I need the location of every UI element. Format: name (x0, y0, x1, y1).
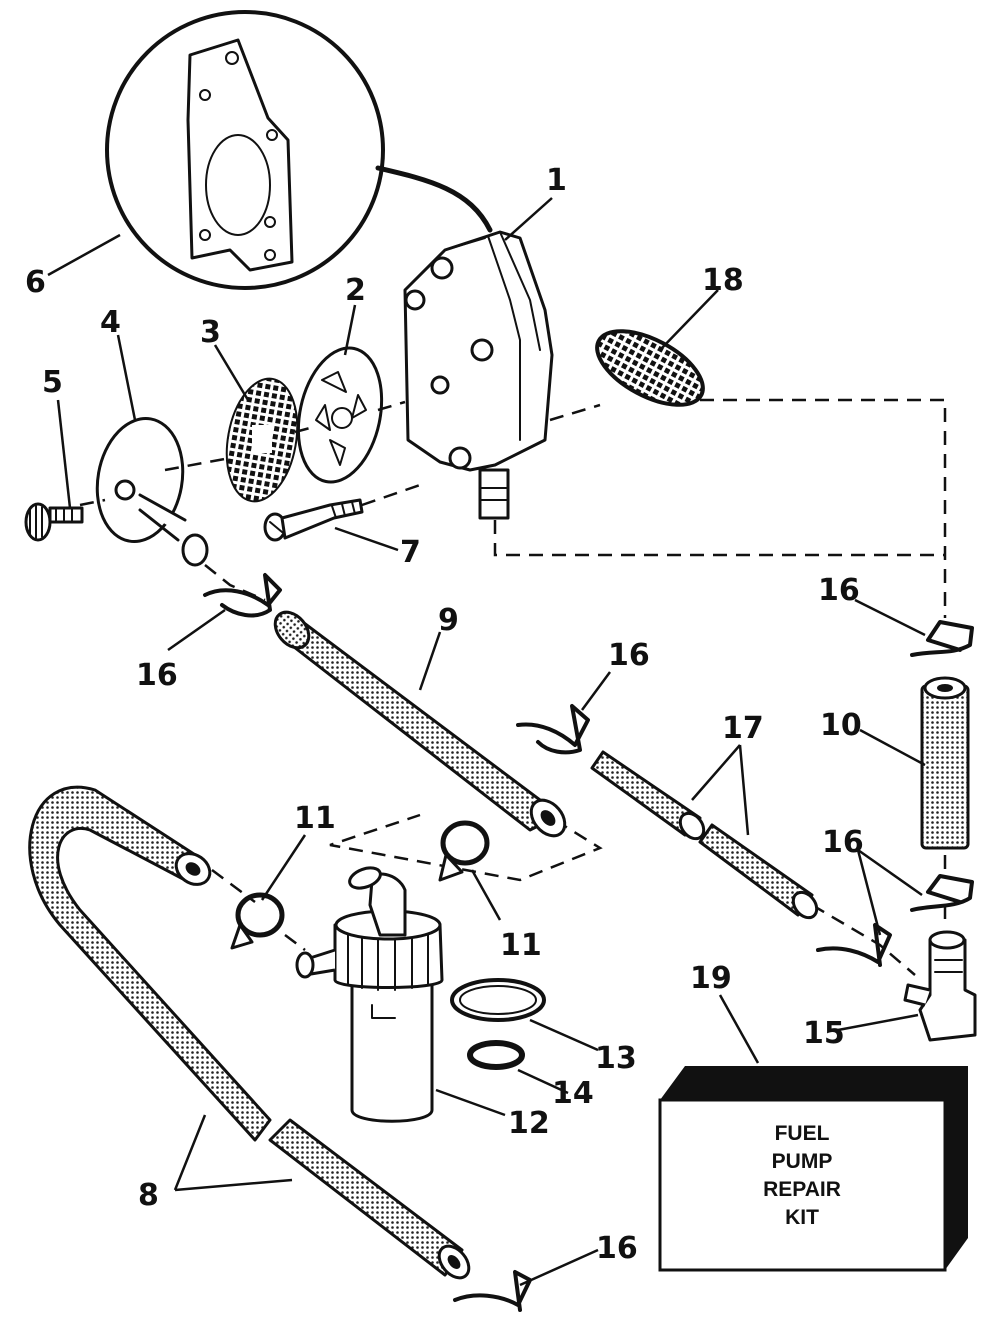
callout-15: 15 (803, 1016, 845, 1051)
callout-16-middle: 16 (608, 638, 650, 673)
part-19-repair-kit: FUEL PUMP REPAIR KIT (658, 1066, 968, 1272)
kit-label-line2: PUMP (772, 1150, 833, 1173)
part-15-elbow-fitting (903, 930, 977, 1042)
callout-8: 8 (138, 1178, 159, 1213)
part-5-thumb-screw (24, 502, 84, 542)
callout-7: 7 (400, 535, 421, 570)
part-18-screen (595, 329, 705, 407)
part-3-mesh-screen (225, 377, 299, 503)
leader-lines (47, 197, 926, 1287)
part-14-oring (467, 1040, 525, 1070)
part-1-pump-body (403, 230, 554, 520)
callout-16-right-top: 16 (818, 573, 860, 608)
callout-16-left: 16 (136, 658, 178, 693)
callout-11-left: 11 (294, 801, 336, 836)
callout-9: 9 (438, 603, 459, 638)
callout-3: 3 (200, 315, 221, 350)
callout-18: 18 (702, 263, 744, 298)
callout-11-right: 11 (500, 928, 542, 963)
callout-13: 13 (595, 1041, 637, 1076)
kit-label-line3: REPAIR (763, 1178, 841, 1201)
callout-1: 1 (546, 163, 567, 198)
callout-17: 17 (722, 711, 764, 746)
callout-12: 12 (508, 1106, 550, 1141)
callout-5: 5 (42, 365, 63, 400)
callout-19: 19 (690, 961, 732, 996)
part-7-screw (263, 498, 364, 542)
part-2-valve-plate (296, 346, 384, 484)
kit-label-line1: FUEL (775, 1122, 830, 1145)
kit-label-line4: KIT (785, 1206, 819, 1229)
part-11-clamps (230, 820, 490, 950)
part-17-hoses (590, 750, 819, 920)
part-9-hose (273, 610, 567, 838)
callout-2: 2 (345, 273, 366, 308)
part-13-oring (450, 978, 546, 1022)
callout-6: 6 (25, 265, 46, 300)
part-16-clips (203, 573, 974, 1312)
part-10-hose (920, 676, 970, 850)
part-4-cover (95, 417, 209, 567)
callout-14: 14 (552, 1076, 594, 1111)
callout-16-bottom: 16 (596, 1231, 638, 1266)
part-12-fuel-filter (295, 866, 444, 1123)
callout-10: 10 (820, 708, 862, 743)
assembly-lines (79, 398, 947, 976)
part-8-hose (28, 785, 471, 1280)
callout-16-right-bottom: 16 (822, 825, 864, 860)
callout-4: 4 (100, 305, 121, 340)
callout-numbers: 1 2 3 4 5 6 7 8 9 10 11 11 12 13 14 15 1… (25, 163, 864, 1266)
part-6-gasket-inset (105, 10, 493, 290)
